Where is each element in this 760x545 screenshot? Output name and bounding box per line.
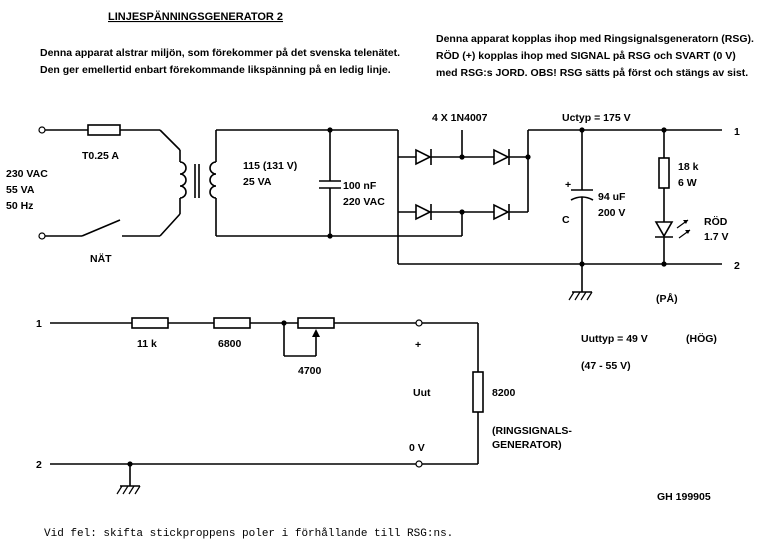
potentiometer-4700 [297, 317, 335, 329]
diagram-title: LINJESPÄNNINGSGENERATOR 2 [108, 10, 283, 23]
intro-left-line-1: Denna apparat alstrar miljön, som föreko… [40, 47, 400, 59]
output-zero-terminal [415, 460, 423, 468]
led-series-resistor [658, 157, 670, 189]
reservoir-cap-value: 94 uF [598, 191, 626, 203]
output-mode: (HÖG) [686, 332, 717, 345]
voltage-divider: 1 2 11 k 6800 4700 + Uut 0 V 82 [36, 317, 572, 495]
diode-2 [415, 203, 432, 221]
intro-left-line-2: Den ger emellertid enbart förekommande l… [40, 64, 391, 76]
transformer-primary-coil [179, 161, 187, 199]
transformer-secondary-coil [209, 161, 217, 199]
resistor-11k [131, 317, 169, 329]
output-zero-label: 0 V [409, 442, 425, 454]
led-state: (PÅ) [656, 292, 678, 305]
load-name-line-1: (RINGSIGNALS- [492, 425, 572, 437]
mains-terminal-bottom [38, 232, 46, 240]
load-resistor-8200 [472, 371, 484, 413]
filter-cap-rating: 220 VAC [343, 196, 385, 208]
mains-frequency: 50 Hz [6, 200, 33, 212]
diode-3 [493, 148, 510, 166]
red-led [654, 221, 674, 238]
divider-input-2: 2 [36, 459, 42, 471]
mains-terminal-top [38, 126, 46, 134]
dc-output-stage: Uctyp = 175 V + 94 uF 200 V C 18 k 6 W R… [562, 112, 740, 305]
rectifier-label: 4 X 1N4007 [432, 112, 488, 124]
power-switch [81, 219, 121, 237]
switch-label: NÄT [90, 252, 112, 265]
led-resistor-power: 6 W [678, 177, 697, 189]
signature: GH 199905 [657, 491, 711, 503]
output-plus-terminal [415, 319, 423, 327]
filter-cap-value: 100 nF [343, 180, 377, 192]
fuse [87, 124, 121, 136]
output-typical-voltage: Uuttyp = 49 V [581, 333, 648, 345]
diode-4 [493, 203, 510, 221]
intro-right-line-1: Denna apparat kopplas ihop med Ringsigna… [436, 33, 754, 45]
reservoir-cap-rating: 200 V [598, 207, 625, 219]
load-name-line-2: GENERATOR) [492, 439, 562, 451]
load-resistor-label: 8200 [492, 387, 516, 399]
led-resistor-value: 18 k [678, 161, 699, 173]
bridge-rectifier: 4 X 1N4007 [397, 112, 722, 265]
mains-power: 55 VA [6, 184, 35, 196]
resistor-6800 [213, 317, 251, 329]
output-plus-sign: + [415, 339, 421, 351]
output-voltage-range: (47 - 55 V) [581, 360, 631, 372]
output-voltage-label: Uut [413, 387, 431, 399]
output-terminal-1: 1 [734, 126, 740, 138]
reservoir-cap-name: C [562, 214, 570, 226]
mains-input: T0.25 A 230 VAC 55 VA 50 Hz NÄT [6, 124, 181, 265]
transformer: 115 (131 V) 25 VA [179, 129, 330, 237]
footnote: Vid fel: skifta stickproppens poler i fö… [44, 527, 453, 540]
mains-voltage: 230 VAC [6, 168, 48, 180]
reservoir-cap-polarity: + [565, 179, 571, 191]
dc-typical-voltage: Uctyp = 175 V [562, 112, 631, 124]
intro-right-line-2: RÖD (+) kopplas ihop med SIGNAL på RSG o… [436, 49, 736, 62]
resistor-11k-label: 11 k [137, 338, 157, 350]
filter-capacitor: 100 nF 220 VAC [319, 127, 462, 239]
potentiometer-label: 4700 [298, 365, 322, 377]
divider-input-1: 1 [36, 318, 42, 330]
transformer-power: 25 VA [243, 176, 272, 188]
resistor-6800-label: 6800 [218, 338, 242, 350]
transformer-voltage: 115 (131 V) [243, 160, 297, 172]
intro-right-line-3: med RSG:s JORD. OBS! RSG sätts på först … [436, 67, 748, 79]
led-color: RÖD [704, 215, 728, 228]
output-terminal-2: 2 [734, 260, 740, 272]
diode-1 [415, 148, 432, 166]
led-voltage: 1.7 V [704, 231, 729, 243]
fuse-label: T0.25 A [82, 150, 119, 162]
